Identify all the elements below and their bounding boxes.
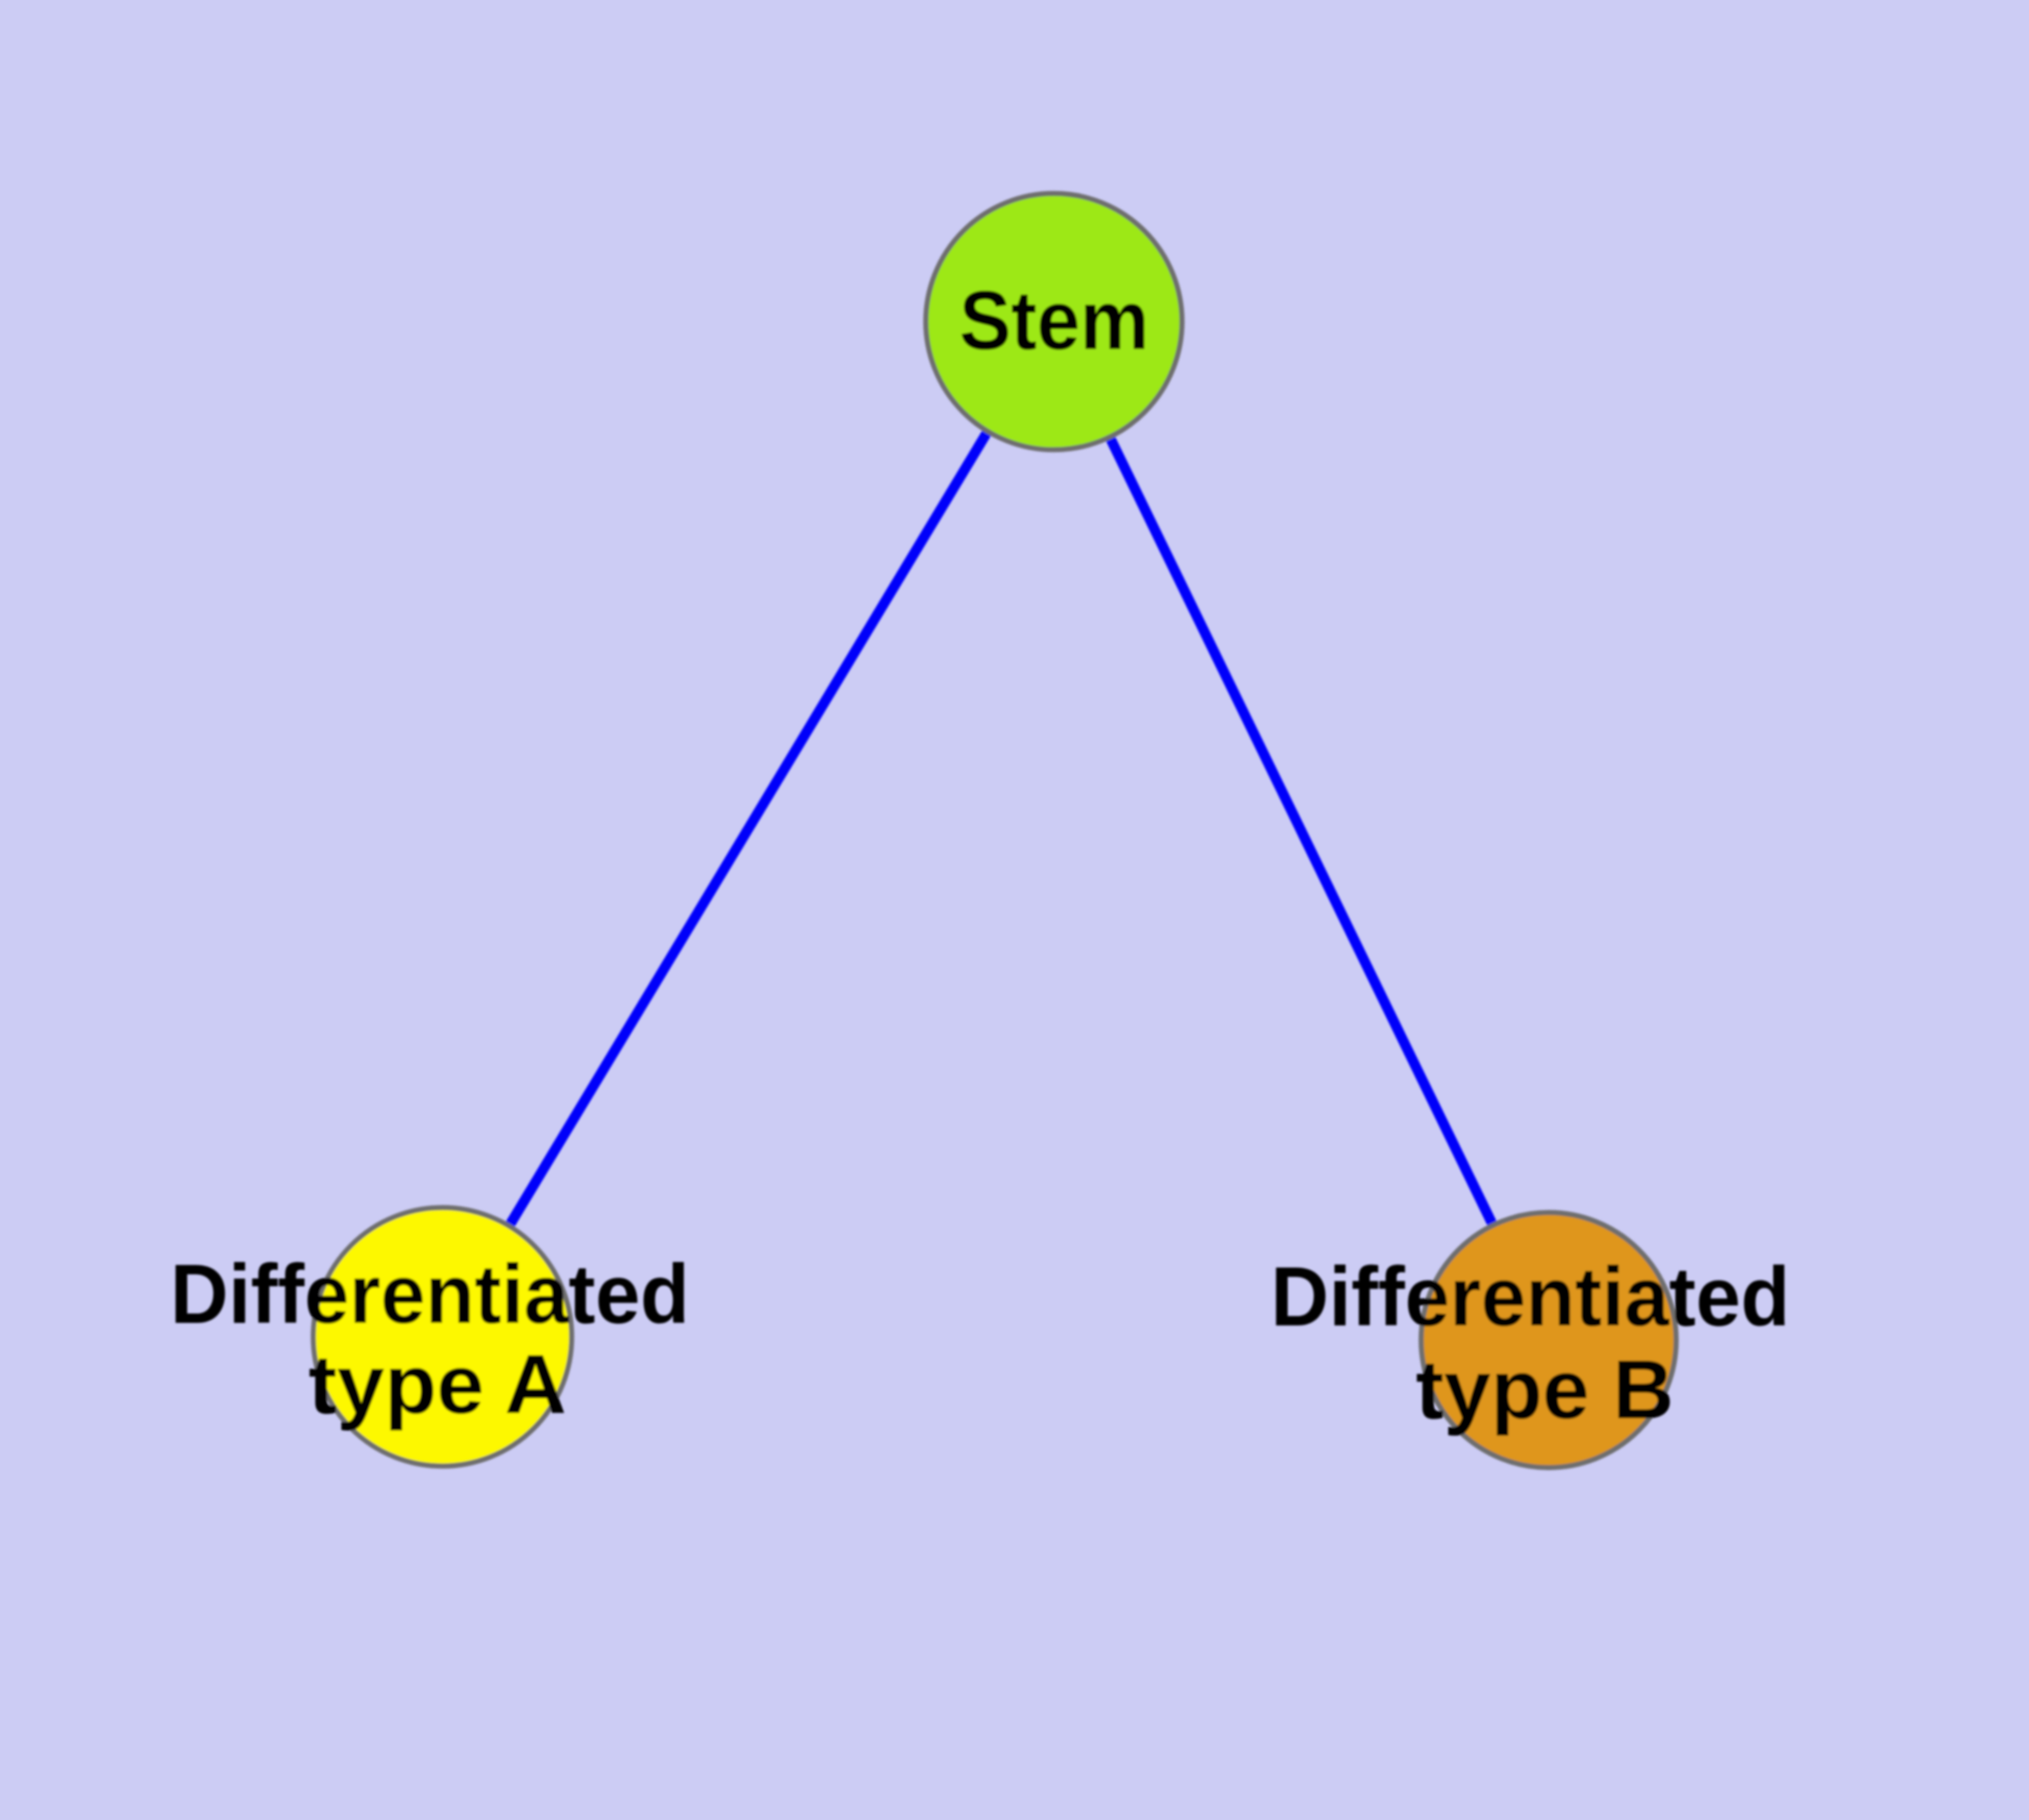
svg-text:Differentiated: Differentiated (1271, 1250, 1790, 1343)
svg-text:Stem: Stem (959, 273, 1149, 367)
svg-text:type B: type B (1416, 1342, 1674, 1436)
svg-text:type A: type A (309, 1337, 567, 1431)
svg-text:Differentiated: Differentiated (170, 1247, 689, 1341)
